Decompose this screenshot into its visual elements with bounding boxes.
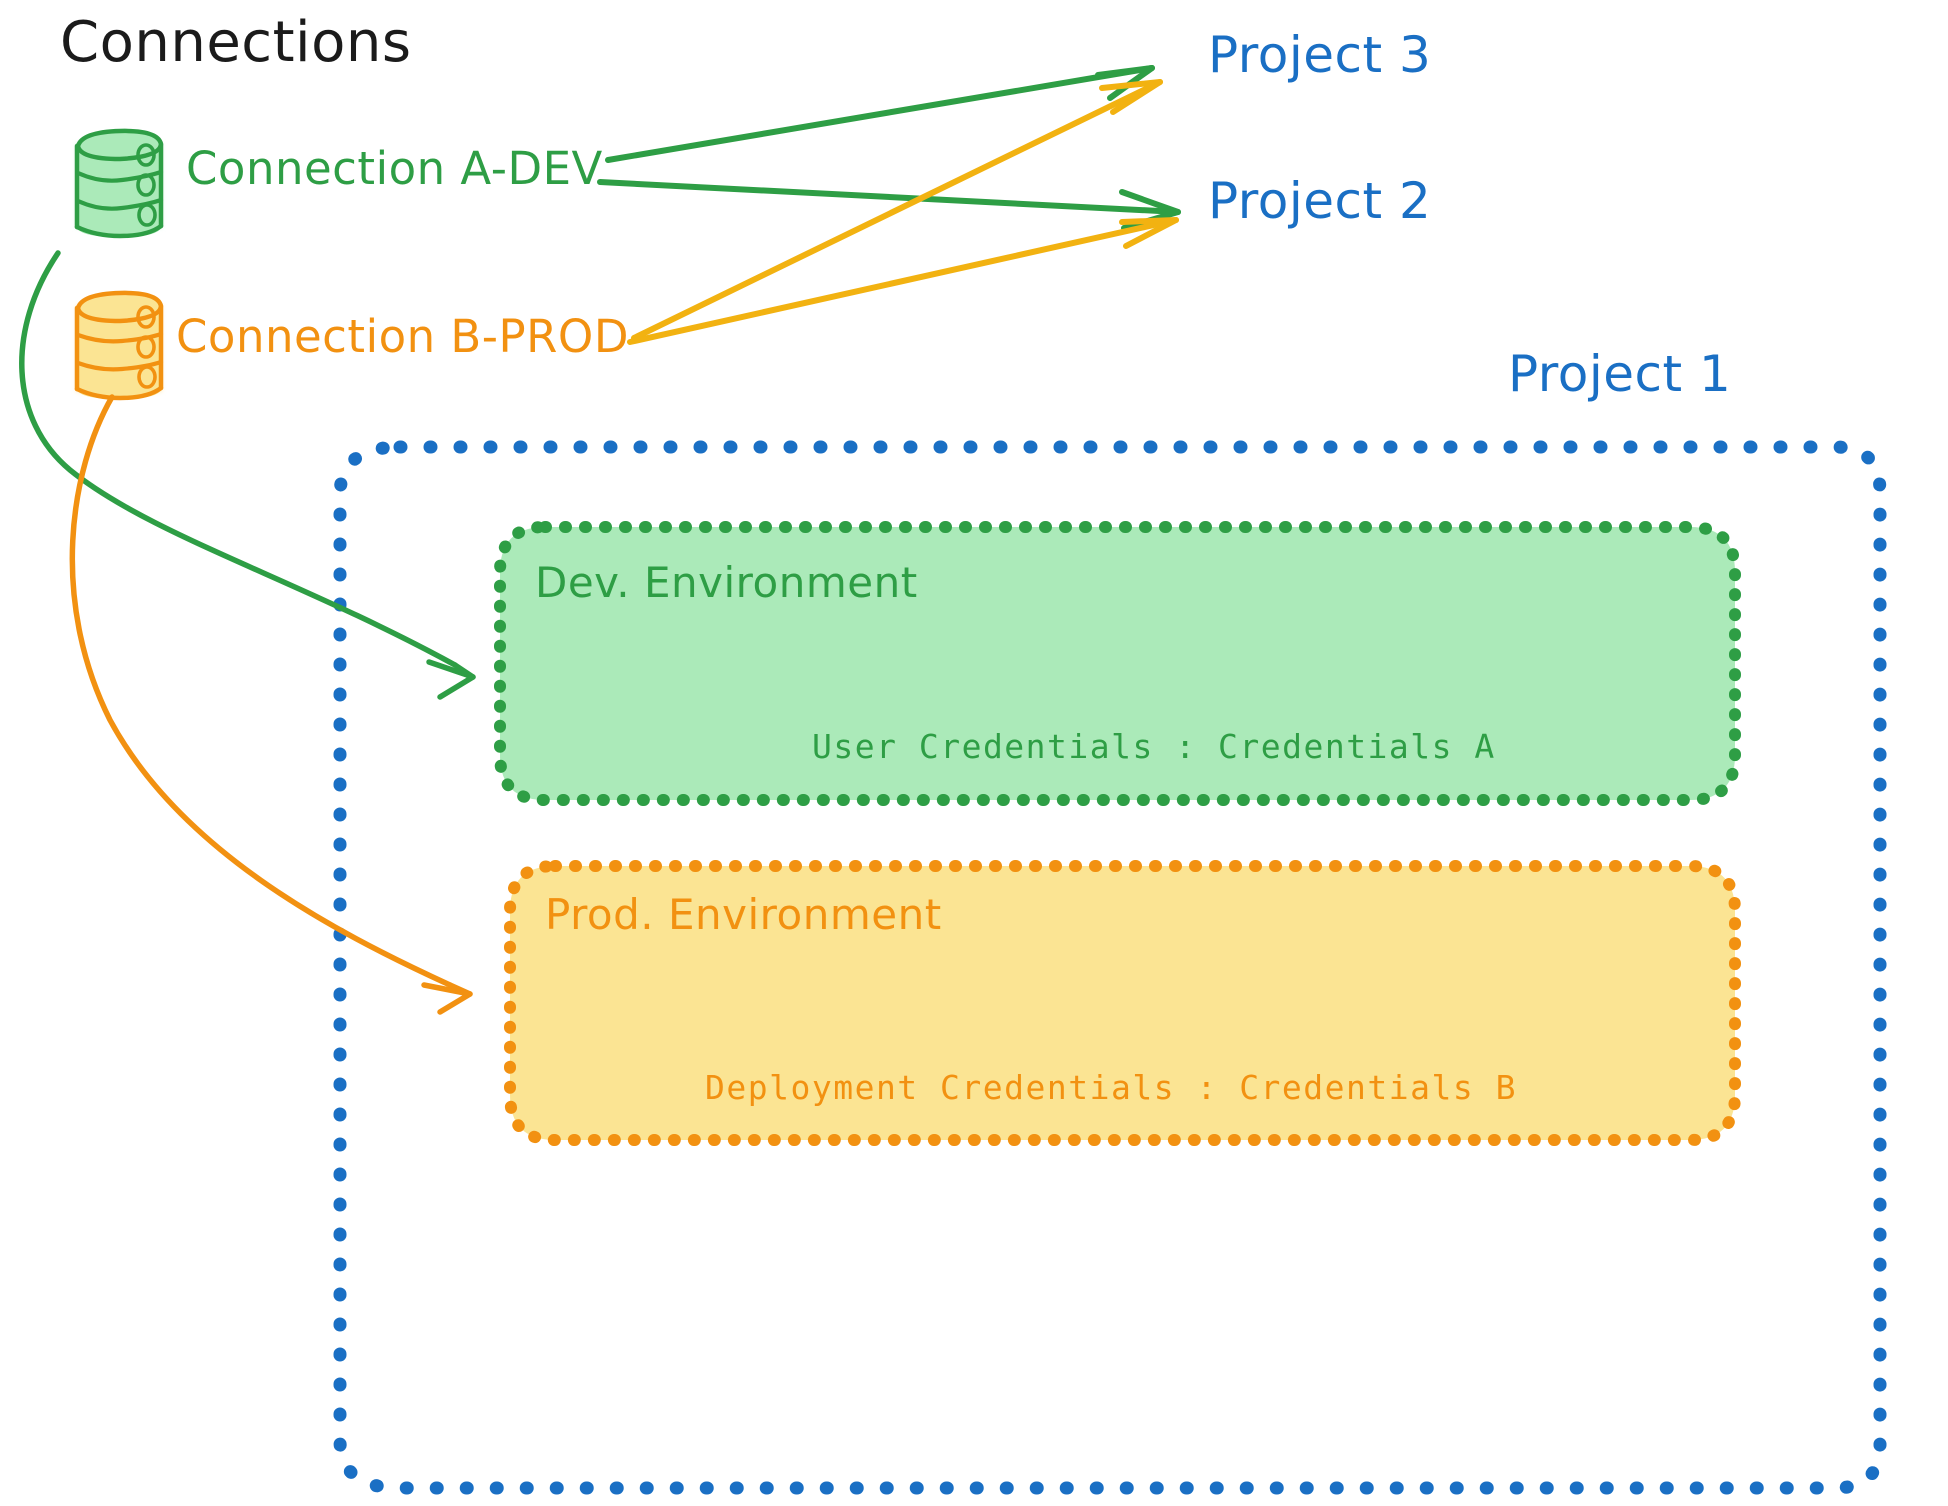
dev-environment-title: Dev. Environment [535, 558, 918, 607]
edge-a-dev-to-project-3 [605, 65, 1155, 163]
project-2-label: Project 2 [1208, 172, 1432, 230]
page-title: Connections [60, 10, 412, 75]
edge-b-prod-to-prod-environment [69, 394, 473, 1015]
prod-environment-credentials: Deployment Credentials : Credentials B [705, 1068, 1517, 1107]
edge-b-prod-to-project-2 [627, 217, 1179, 345]
dev-environment-box [494, 521, 1741, 806]
connection-a-dev-label: Connection A-DEV [186, 142, 603, 195]
project-1-label: Project 1 [1508, 345, 1732, 403]
prod-environment-box [504, 860, 1741, 1146]
dev-environment-credentials: User Credentials : Credentials A [812, 727, 1496, 766]
prod-environment-title: Prod. Environment [545, 890, 942, 939]
edge-b-prod-to-project-3 [631, 79, 1163, 341]
database-cylinder-icon-green [74, 128, 164, 239]
connection-b-prod-label: Connection B-PROD [176, 310, 630, 363]
database-cylinder-icon-orange [74, 290, 164, 401]
edge-a-dev-to-project-2 [597, 179, 1181, 231]
project-3-label: Project 3 [1208, 26, 1432, 84]
